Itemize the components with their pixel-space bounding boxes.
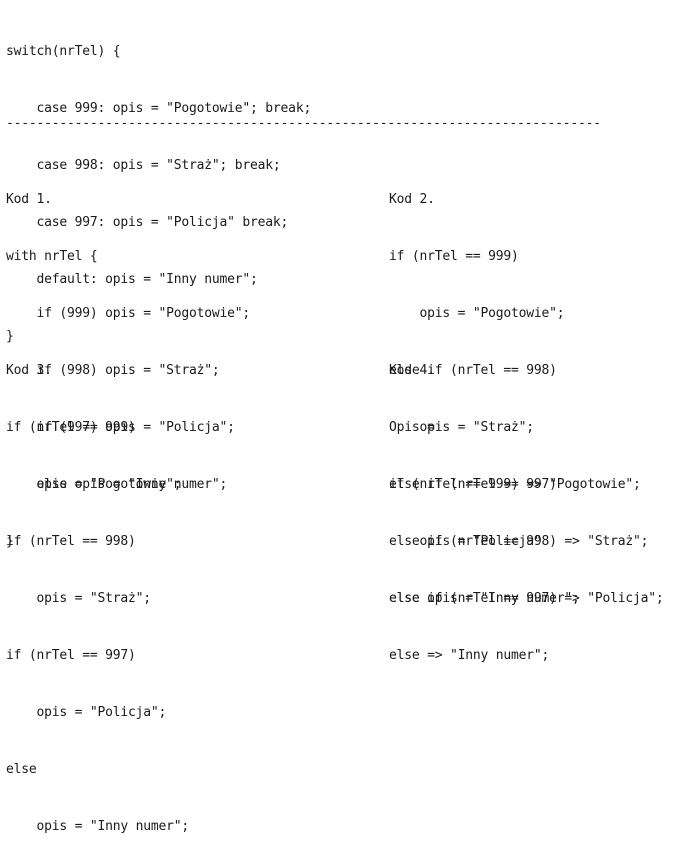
- code-line: opis = "Pogotowie";: [389, 306, 565, 321]
- code-line: }: [6, 329, 14, 344]
- code-line: default: opis = "Inny numer";: [6, 272, 258, 287]
- code-line: with nrTel {: [6, 249, 98, 264]
- code-line: opis = "Inny numer";: [6, 819, 190, 834]
- code-line: if (nrTel == 999): [6, 420, 136, 435]
- kod-heading: Kod 3.: [6, 363, 52, 378]
- code-line: opis = "Straż";: [389, 420, 535, 435]
- code-line: case 997: opis = "Policja" break;: [6, 215, 289, 230]
- kod-3-block: Kod 3. if (nrTel == 999) opis = "Pogotow…: [6, 323, 189, 855]
- kod-heading: Kod 4.: [389, 363, 435, 378]
- code-line: opis = "Pogotowie";: [6, 477, 182, 492]
- code-line: opis = "Policja";: [6, 705, 167, 720]
- kod-1-block: Kod 1. with nrTel { if (999) opis = "Pog…: [6, 152, 250, 570]
- code-line: if (997) opis = "Policja";: [6, 420, 236, 435]
- switch-code-block: switch(nrTel) { case 999: opis = "Pogoto…: [6, 4, 311, 365]
- dashed-divider: ----------------------------------------…: [6, 116, 601, 131]
- code-line: case 999: opis = "Pogotowie"; break;: [6, 101, 312, 116]
- code-line: if (999) opis = "Pogotowie";: [6, 306, 251, 321]
- code-line: else if (nrTel == 998): [389, 363, 557, 378]
- code-line: else => "Inny numer";: [389, 648, 550, 663]
- code-line: case 998: opis = "Straż"; break;: [6, 158, 281, 173]
- code-line: else: [6, 762, 37, 777]
- code-line: else if (nrTel == 997) => "Policja";: [389, 591, 664, 606]
- kod-4-block: Kod 4. Opis = if (nrTel == 999) => "Pogo…: [389, 323, 664, 684]
- code-line: opis = "Straż";: [6, 591, 152, 606]
- code-line: if (nrTel == 999): [389, 249, 519, 264]
- code-line: if (nrTel == 997): [6, 648, 136, 663]
- kod-heading: Kod 1.: [6, 192, 52, 207]
- code-line: if (998) opis = "Straż";: [6, 363, 220, 378]
- code-line: Opis =: [389, 420, 435, 435]
- code-line: else if (nrTel == 997): [389, 477, 557, 492]
- code-line: if (nrTel == 999) => "Pogotowie";: [389, 477, 641, 492]
- kod-heading: Kod 2.: [389, 192, 435, 207]
- code-line: else opis = "Inny numer";: [6, 477, 228, 492]
- code-line: else if (nrTel == 998) => "Straż";: [389, 534, 649, 549]
- code-line: if (nrTel == 998): [6, 534, 136, 549]
- code-line: switch(nrTel) {: [6, 44, 121, 59]
